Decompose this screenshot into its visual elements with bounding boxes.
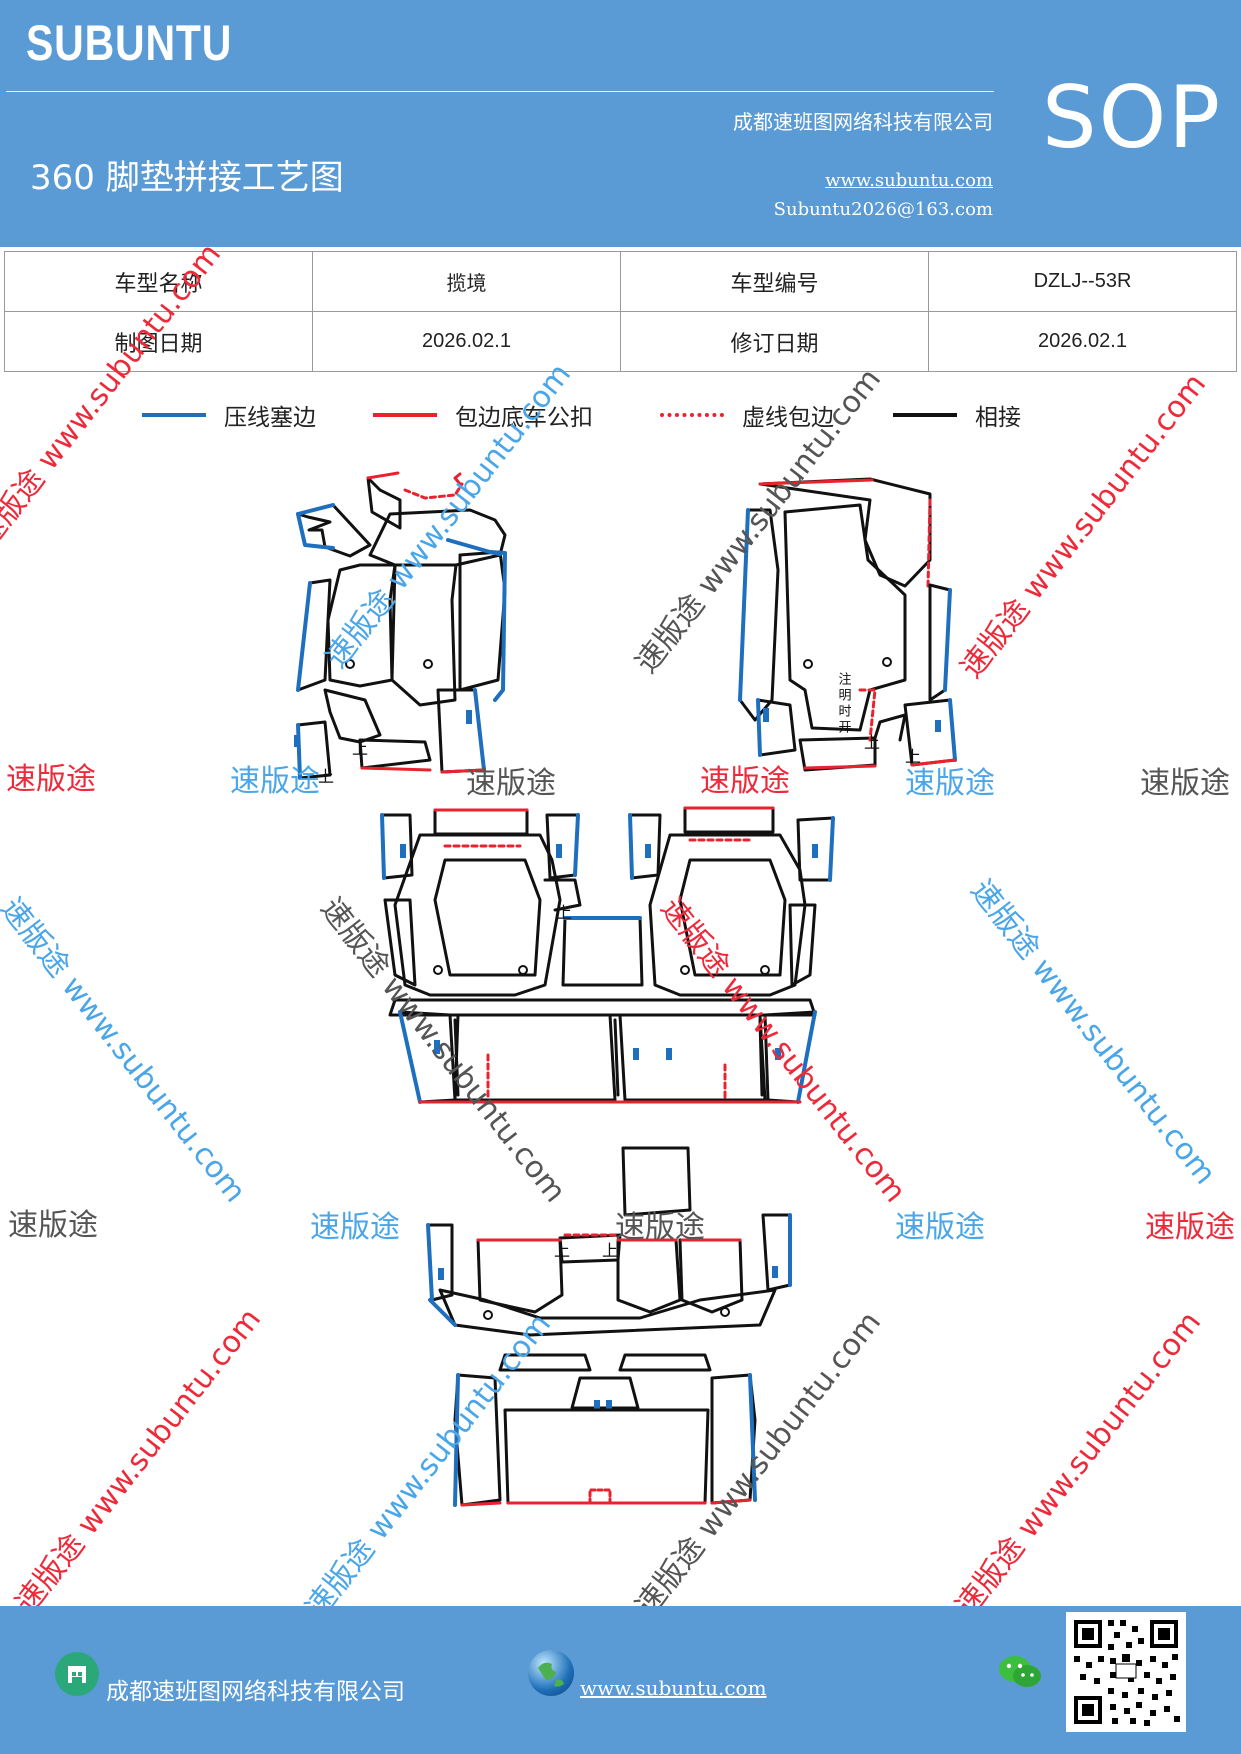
footer-company: 成都速班图网络科技有限公司 [106, 1679, 405, 1705]
direction-mark-up: 上 [556, 903, 572, 922]
revise-date-value: 2026.02.1 [928, 311, 1237, 372]
globe-icon [538, 1662, 564, 1687]
footer-website-link[interactable]: www.subuntu.com [580, 1676, 767, 1700]
table-row: 制图日期 2026.02.1 修订日期 2026.02.1 [4, 311, 1237, 372]
legend-swatch [893, 413, 957, 417]
legend-item-press-line: 压线塞边 [142, 398, 316, 432]
direction-mark-up: 上 [318, 767, 334, 786]
direction-mark-up: 上 [602, 1241, 618, 1260]
brand-logo: SUBUNTU [26, 15, 233, 71]
floor-mat-diagram: 上 上 上 上 上 上 上 注明时开 [294, 471, 957, 1507]
home-icon [68, 1666, 86, 1683]
vehicle-info-table: 车型名称 揽境 车型编号 DZLJ--53R 制图日期 2026.02.1 修订… [4, 251, 1237, 372]
website-link[interactable]: www.subuntu.com [825, 170, 993, 191]
legend-item-dotted-edge: 虚线包边 [660, 398, 834, 432]
legend-item-joint: 相接 [893, 398, 1021, 432]
legend-swatch [142, 413, 206, 417]
legend-label: 相接 [975, 405, 1021, 431]
legend-item-edge-buckle: 包边底车公扣 [373, 398, 593, 432]
email-address: Subuntu2026@163.com [773, 199, 993, 220]
globe-icon [528, 1650, 574, 1696]
table-row: 车型名称 揽境 车型编号 DZLJ--53R [4, 251, 1237, 312]
direction-mark-up: 上 [554, 1241, 570, 1260]
note-label: 注明时开 [836, 672, 852, 736]
legend-label: 虚线包边 [742, 405, 834, 431]
draw-date-value: 2026.02.1 [312, 311, 621, 372]
model-name-value: 揽境 [312, 251, 621, 312]
model-name-label: 车型名称 [4, 251, 313, 312]
home-icon [55, 1652, 99, 1696]
trunk-mats [453, 1373, 757, 1507]
second-row-mats [380, 806, 835, 997]
legend-swatch [373, 413, 437, 417]
page-title: 360 脚垫拼接工艺图 [30, 158, 344, 198]
wechat-icon[interactable] [996, 1652, 1044, 1692]
model-code-value: DZLJ--53R [928, 251, 1237, 312]
company-name: 成都速班图网络科技有限公司 [733, 110, 993, 134]
line-legend: 压线塞边 包边底车公扣 虚线包边 相接 [0, 398, 1241, 442]
header-divider [6, 91, 994, 92]
legend-label: 包边底车公扣 [455, 405, 593, 431]
sop-badge: SOP [1042, 68, 1223, 168]
model-code-label: 车型编号 [620, 251, 929, 312]
direction-mark-up: 上 [905, 747, 921, 766]
direction-mark-up: 上 [864, 733, 880, 752]
qr-code-image [1074, 1620, 1180, 1726]
direction-mark-up: 上 [352, 739, 368, 758]
header-banner: SUBUNTU 成都速班图网络科技有限公司 360 脚垫拼接工艺图 www.su… [0, 0, 1241, 247]
draw-date-label: 制图日期 [4, 311, 313, 372]
second-row-lower-strip [388, 998, 817, 1104]
legend-swatch [660, 413, 724, 417]
driver-mat [294, 471, 507, 780]
third-row-mats [426, 1146, 792, 1410]
legend-label: 压线塞边 [224, 405, 316, 431]
qr-code [1066, 1612, 1186, 1732]
revise-date-label: 修订日期 [620, 311, 929, 372]
passenger-mat [738, 477, 957, 772]
